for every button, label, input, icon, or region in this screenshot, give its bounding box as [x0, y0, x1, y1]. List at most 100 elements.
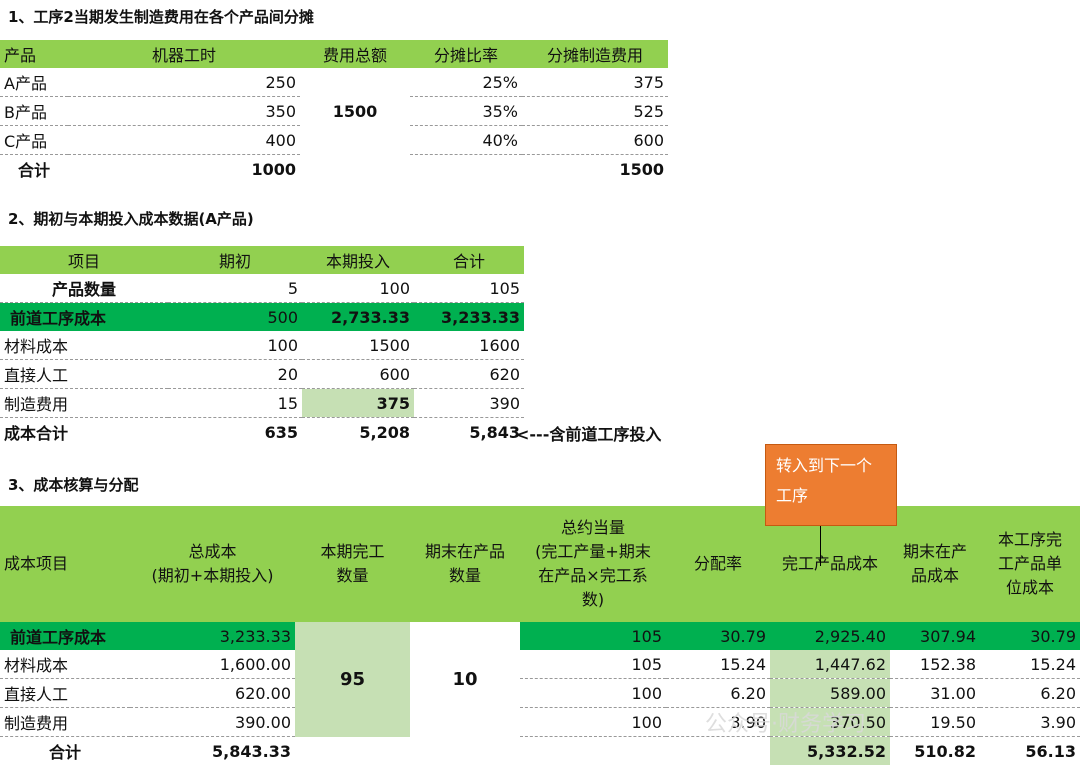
- total-value: 390: [414, 388, 524, 418]
- cost-item: 材料成本: [0, 650, 130, 679]
- table-row: 材料成本 100 1500 1600: [0, 331, 524, 360]
- alloc-fee: 525: [522, 96, 668, 126]
- alloc-ratio: 40%: [410, 125, 522, 155]
- total-cost: 620.00: [130, 678, 295, 708]
- th-completed-qty: 本期完工数量: [295, 506, 410, 622]
- alloc-ratio: 35%: [410, 96, 522, 126]
- th-wip-qty: 期末在产品数量: [410, 506, 520, 622]
- alloc-rate: 30.79: [666, 622, 770, 650]
- section1-title: 1、工序2当期发生制造费用在各个产品间分摊: [8, 8, 314, 26]
- equivalent-qty: 100: [520, 707, 666, 737]
- table-row: 前道工序成本 500 2,733.33 3,233.33: [0, 302, 524, 331]
- machine-hours: 400: [68, 125, 300, 155]
- current-value: 100: [302, 274, 414, 303]
- table-row: 前道工序成本 3,233.33 95 10 105 30.79 2,925.40…: [0, 622, 1080, 737]
- product-name: C产品: [0, 125, 68, 155]
- total-cost: 1,600.00: [130, 650, 295, 679]
- wip-qty: 10: [410, 622, 520, 737]
- th-unit-cost: 本工序完工产品单位成本: [980, 506, 1080, 622]
- total-cost: 390.00: [130, 707, 295, 737]
- product-name: B产品: [0, 96, 68, 126]
- product-name: A产品: [0, 68, 68, 97]
- unit-cost-sum: 56.13: [1025, 741, 1076, 761]
- table-row: 产品数量 5 100 105: [0, 274, 524, 303]
- note-text: <---含前道工序投入: [516, 425, 662, 444]
- alloc-rate: 3.90: [666, 707, 770, 737]
- alloc-fee: 375: [522, 68, 668, 97]
- th-total-cost: 总成本(期初+本期投入): [130, 506, 295, 622]
- total-cost: 3,233.33: [130, 622, 295, 650]
- item-name: 前道工序成本: [0, 302, 168, 331]
- th-wip-cost: 期末在产品成本: [890, 506, 980, 622]
- finished-cost-sum: 5,332.52: [770, 736, 890, 765]
- equivalent-qty: 105: [520, 650, 666, 679]
- current-value: 600: [302, 359, 414, 389]
- item-name: 产品数量: [0, 274, 168, 303]
- item-name: 材料成本: [0, 331, 168, 360]
- unit-cost: 3.90: [980, 707, 1080, 737]
- begin-value: 635: [264, 422, 298, 442]
- begin-value: 20: [168, 359, 302, 389]
- alloc-rate: 15.24: [666, 650, 770, 679]
- callout-box: 转入到下一个工序: [765, 444, 897, 526]
- table-row: A产品 250 1500 25% 375: [0, 68, 668, 121]
- cost-data-table: 项目 期初 本期投入 合计 产品数量 5 100 105 前道工序成本 500 …: [0, 246, 524, 446]
- unit-cost: 15.24: [980, 650, 1080, 679]
- th-current: 本期投入: [302, 246, 414, 274]
- section3-title: 3、成本核算与分配: [8, 476, 139, 494]
- total-row: 成本合计 635 5,208 5,843: [0, 418, 524, 447]
- total-value: 105: [414, 274, 524, 303]
- total-value: 620: [414, 359, 524, 389]
- cost-accounting-table: 成本项目 总成本(期初+本期投入) 本期完工数量 期末在产品数量 总约当量(完工…: [0, 506, 1080, 765]
- total-value: 3,233.33: [414, 302, 524, 331]
- wip-cost: 307.94: [890, 622, 980, 650]
- begin-value: 500: [168, 302, 302, 331]
- item-name: 直接人工: [0, 359, 168, 389]
- current-value: 2,733.33: [302, 302, 414, 331]
- table-row: C产品 400 40% 600: [0, 125, 668, 155]
- finished-cost: 370.50: [770, 707, 890, 737]
- section2-title: 2、期初与本期投入成本数据(A产品): [8, 210, 254, 228]
- th-hours: 机器工时: [68, 40, 300, 68]
- table-row: 材料成本 1,600.00 105 15.24 1,447.62 152.38 …: [0, 650, 1080, 679]
- unit-cost: 6.20: [980, 678, 1080, 708]
- cost-item: 制造费用: [0, 707, 130, 737]
- finished-cost: 2,925.40: [770, 622, 890, 650]
- total-row: 合计 1000 1500: [0, 155, 668, 184]
- header-row: 成本项目 总成本(期初+本期投入) 本期完工数量 期末在产品数量 总约当量(完工…: [0, 506, 1080, 622]
- th-ratio: 分摊比率: [410, 40, 522, 68]
- watermark: 公众号·财务学习: [705, 712, 866, 737]
- wip-cost: 152.38: [890, 650, 980, 679]
- total-label: 合计: [48, 743, 81, 762]
- total-label: 合计: [17, 161, 50, 180]
- table-row: 直接人工 20 600 620: [0, 359, 524, 389]
- th-equivalent: 总约当量(完工产量+期末在产品×完工系数): [520, 506, 666, 622]
- allocation-table: 产品 机器工时 费用总额 分摊比率 分摊制造费用 A产品 250 1500 25…: [0, 40, 668, 183]
- th-alloc: 分摊制造费用: [522, 40, 668, 68]
- th-product: 产品: [0, 40, 68, 68]
- th-begin: 期初: [168, 246, 302, 274]
- begin-value: 15: [168, 388, 302, 418]
- table-row: 制造费用 15 375 390: [0, 388, 524, 418]
- total-row: 合计 5,843.33 5,332.52 510.82 56.13: [0, 736, 1080, 765]
- th-rate: 分配率: [666, 506, 770, 622]
- current-value: 375: [302, 388, 414, 418]
- total-cost-sum: 5,843.33: [212, 741, 291, 761]
- th-fee-total: 费用总额: [300, 40, 410, 68]
- current-value: 5,208: [359, 422, 410, 442]
- th-item: 项目: [0, 246, 168, 274]
- callout-pointer: [820, 526, 821, 566]
- total-alloc: 1500: [619, 159, 664, 179]
- th-total: 合计: [414, 246, 524, 274]
- alloc-ratio: 25%: [410, 68, 522, 97]
- total-hours: 1000: [251, 159, 296, 179]
- total-value: 5,843: [469, 422, 520, 442]
- cost-item: 直接人工: [0, 678, 130, 708]
- unit-cost: 30.79: [980, 622, 1080, 650]
- table-row: B产品 350 35% 525: [0, 96, 668, 126]
- table-row: 直接人工 620.00 100 6.20 589.00 31.00 6.20: [0, 678, 1080, 708]
- finished-cost: 589.00: [770, 678, 890, 708]
- begin-value: 100: [168, 331, 302, 360]
- item-name: 成本合计: [4, 424, 69, 443]
- finished-cost: 1,447.62: [770, 650, 890, 679]
